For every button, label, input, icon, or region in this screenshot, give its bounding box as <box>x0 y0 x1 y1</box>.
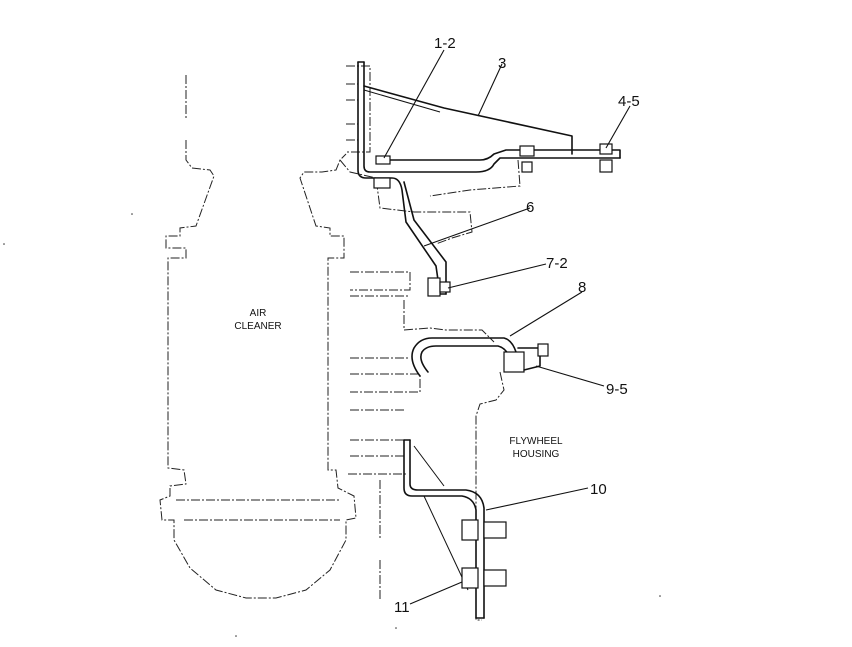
lower-bracket <box>403 439 485 619</box>
callout-7-2: 7-2 <box>546 255 568 272</box>
upper-mounting-bracket <box>357 61 621 295</box>
leader-lines <box>383 49 631 605</box>
callout-9-5: 9-5 <box>606 381 628 398</box>
bolt-1-2 <box>373 155 391 189</box>
flywheel-housing-label-line1: FLYWHEEL <box>509 436 563 447</box>
bolt-4-5 <box>599 143 613 173</box>
air-cleaner-outline <box>159 75 357 599</box>
bolt-11 <box>461 567 507 589</box>
scan-specks <box>3 213 661 637</box>
callout-1-2: 1-2 <box>434 35 456 52</box>
callout-3: 3 <box>498 55 506 72</box>
flywheel-housing-label-line2: HOUSING <box>513 449 560 460</box>
middle-bracket <box>411 337 549 377</box>
callout-11: 11 <box>394 599 410 616</box>
callout-4-5: 4-5 <box>618 93 640 110</box>
bolt-upper-mid <box>519 145 535 173</box>
air-cleaner-label-line1: AIR <box>250 308 267 319</box>
air-cleaner-label-line2: CLEANER <box>234 321 281 332</box>
callout-8: 8 <box>578 279 586 296</box>
callout-6: 6 <box>526 199 534 216</box>
bolt-lower-upper <box>461 519 507 541</box>
callout-10: 10 <box>590 481 607 498</box>
engine-housing-outline <box>339 65 521 621</box>
